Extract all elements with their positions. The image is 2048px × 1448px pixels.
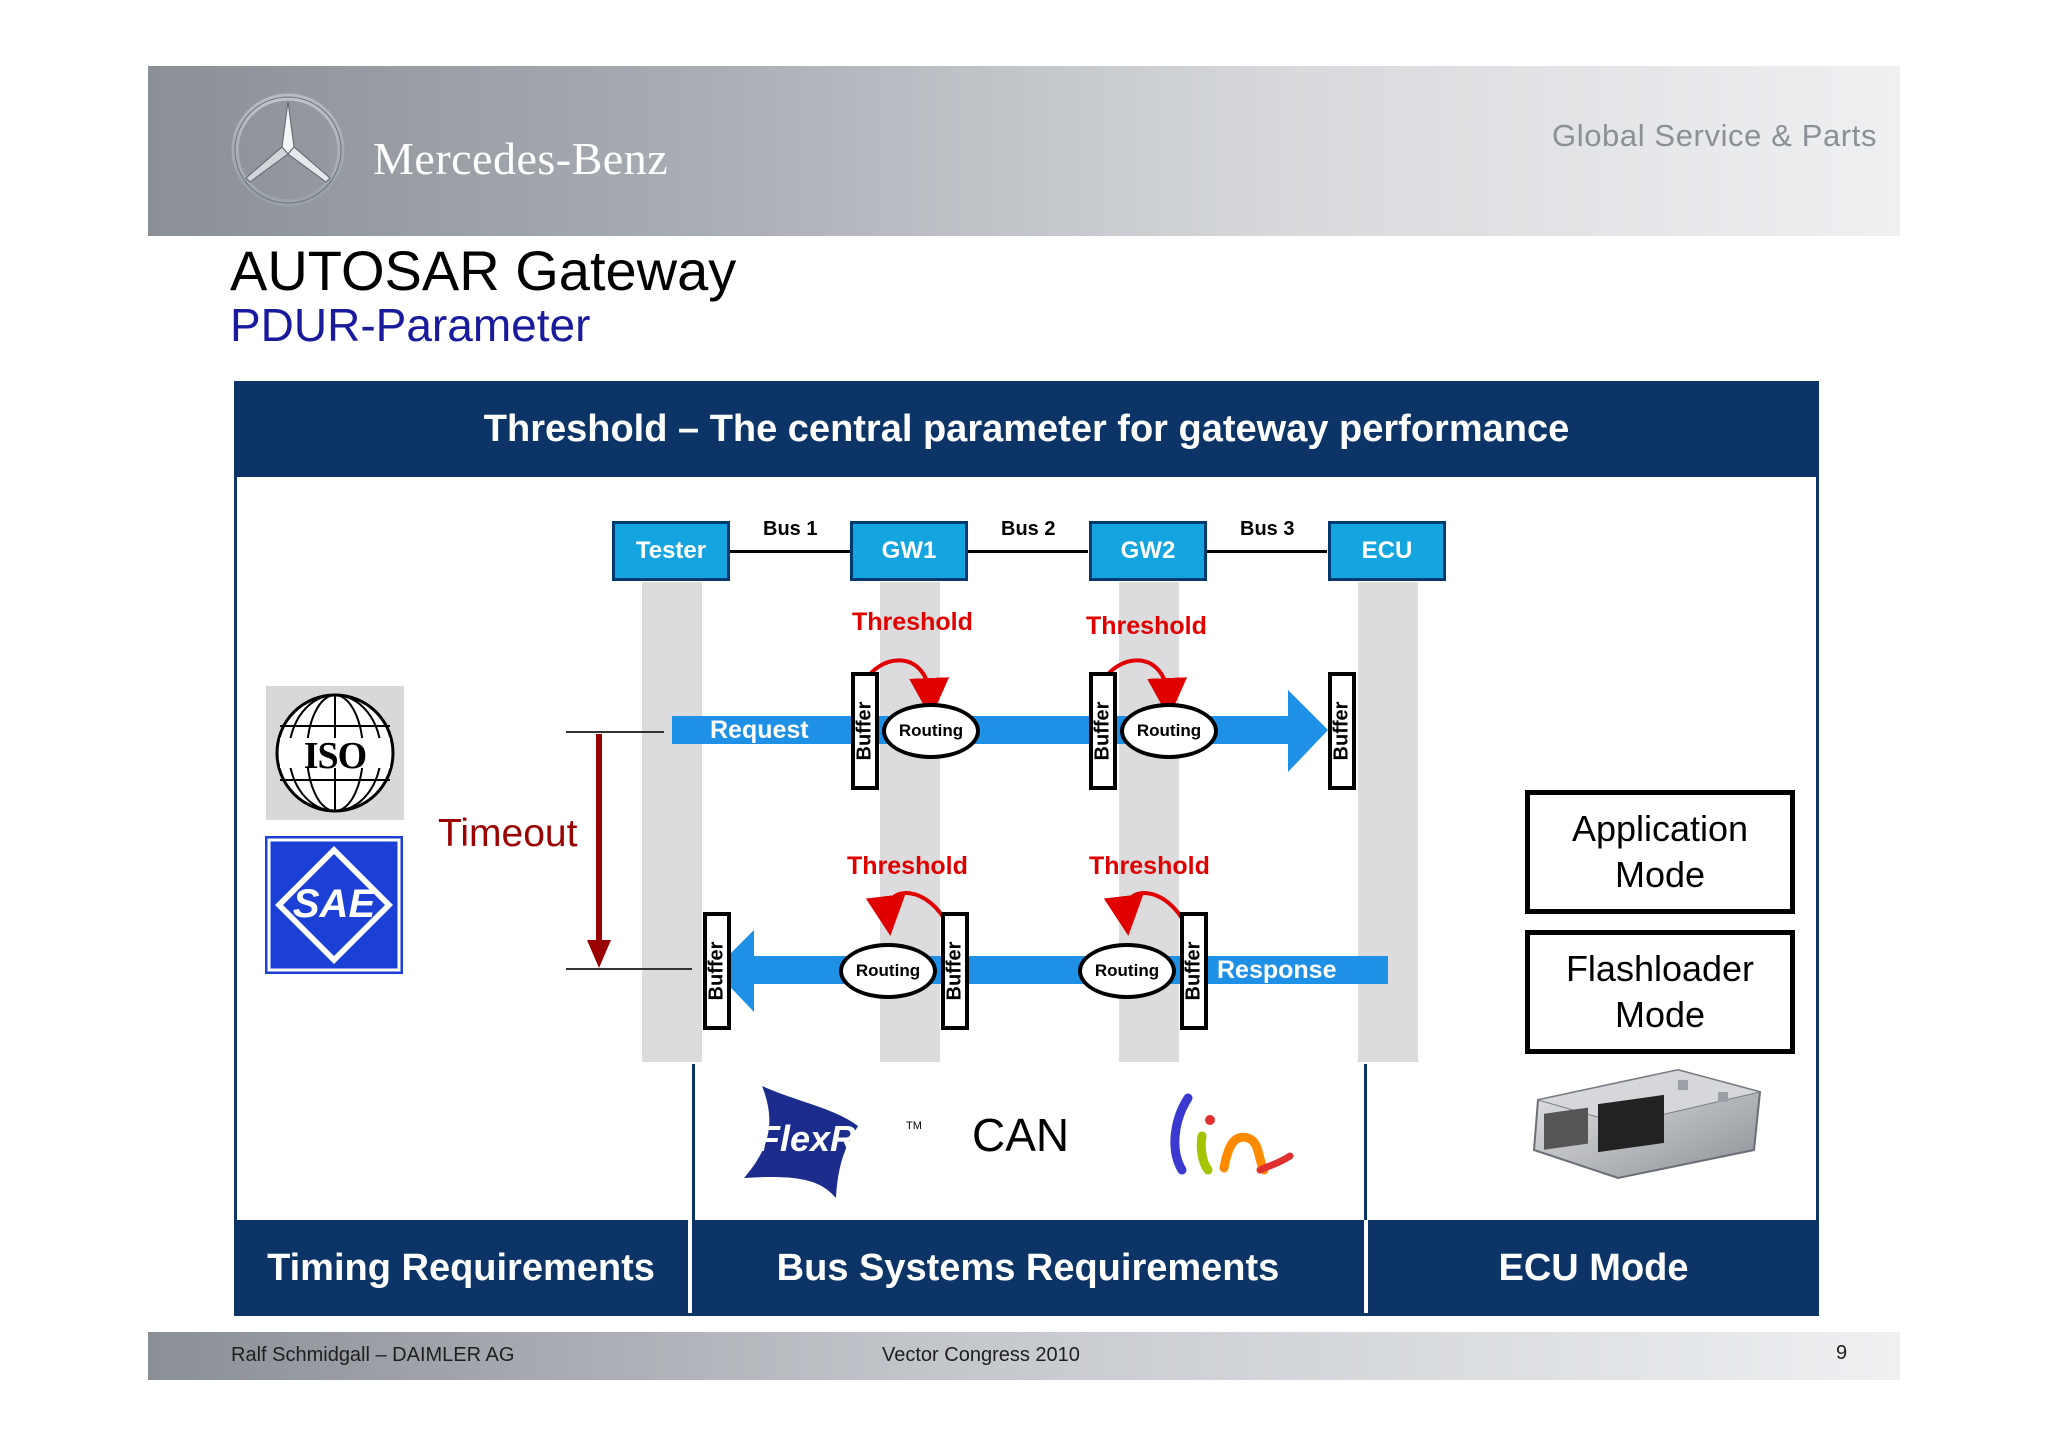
sae-diamond-icon <box>267 838 401 972</box>
bus-label: Bus 2 <box>1001 518 1056 540</box>
bus-systems-requirements-box: Bus Systems Requirements <box>692 1220 1364 1316</box>
footer-event: Vector Congress 2010 <box>882 1344 1080 1366</box>
routing-node: Routing <box>839 943 937 999</box>
unit-name: Global Service & Parts <box>1552 118 1878 153</box>
bus-line <box>968 550 1088 553</box>
lin-logo <box>1170 1093 1294 1175</box>
mercedes-star-icon <box>231 93 345 207</box>
node-gw1: GW1 <box>850 521 968 581</box>
buffer-box: Buffer <box>703 912 731 1030</box>
application-mode-line2: Mode <box>1614 854 1706 895</box>
request-label: Request <box>710 716 809 744</box>
flexray-logo <box>744 1086 858 1198</box>
flexray-text: FlexRay <box>758 1118 897 1159</box>
column-divider <box>1364 1064 1367 1220</box>
can-logo: CAN <box>972 1109 1070 1161</box>
threshold-arrows <box>860 658 1188 936</box>
node-gw2: GW2 <box>1089 521 1207 581</box>
routing-node: Routing <box>1078 943 1176 999</box>
application-mode-line1: Application <box>1571 808 1749 849</box>
ecu-mode-box: ECU Mode <box>1368 1220 1819 1316</box>
flashloader-mode-line2: Mode <box>1614 994 1706 1035</box>
timing-requirements-box: Timing Requirements <box>234 1220 688 1316</box>
page-subtitle: PDUR-Parameter <box>230 299 591 351</box>
page-number: 9 <box>1836 1342 1848 1364</box>
timeout-start-line <box>566 731 664 733</box>
timeout-end-line <box>566 968 692 970</box>
lane-tester <box>642 582 702 1062</box>
threshold-label: Threshold <box>847 852 968 880</box>
column-divider <box>692 1064 695 1220</box>
timeout-arrow <box>587 734 611 968</box>
iso-globe-icon <box>275 693 395 813</box>
bus-line <box>1207 550 1327 553</box>
buffer-box: Buffer <box>851 672 879 790</box>
buffer-box: Buffer <box>1180 912 1208 1030</box>
header-band <box>148 66 1900 236</box>
buffer-box: Buffer <box>1089 672 1117 790</box>
banner-heading: Threshold – The central parameter for ga… <box>234 381 1819 477</box>
flexray-tm: TM <box>906 1120 922 1132</box>
threshold-label: Threshold <box>852 608 973 636</box>
sae-text: SAE <box>292 882 376 926</box>
response-label: Response <box>1217 956 1337 984</box>
brand-name: Mercedes-Benz <box>373 133 669 184</box>
bus-label: Bus 1 <box>763 518 818 540</box>
flashloader-mode-line1: Flashloader <box>1565 948 1755 989</box>
routing-node: Routing <box>882 703 980 759</box>
ecu-device-image <box>1532 1068 1762 1180</box>
node-tester: Tester <box>612 521 730 581</box>
bus-label: Bus 3 <box>1240 518 1295 540</box>
threshold-label: Threshold <box>1089 852 1210 880</box>
footer-band <box>148 1332 1900 1380</box>
page-title: AUTOSAR Gateway <box>230 239 737 302</box>
node-ecu: ECU <box>1328 521 1446 581</box>
buffer-box: Buffer <box>941 912 969 1030</box>
threshold-label: Threshold <box>1086 612 1207 640</box>
sae-logo: SAE <box>265 836 403 974</box>
bus-line <box>730 550 850 553</box>
iso-logo: ISO <box>266 686 404 820</box>
buffer-box: Buffer <box>1328 672 1356 790</box>
iso-text: ISO <box>303 735 367 777</box>
timeout-label: Timeout <box>438 812 578 855</box>
routing-node: Routing <box>1120 703 1218 759</box>
footer-author: Ralf Schmidgall – DAIMLER AG <box>231 1344 515 1366</box>
